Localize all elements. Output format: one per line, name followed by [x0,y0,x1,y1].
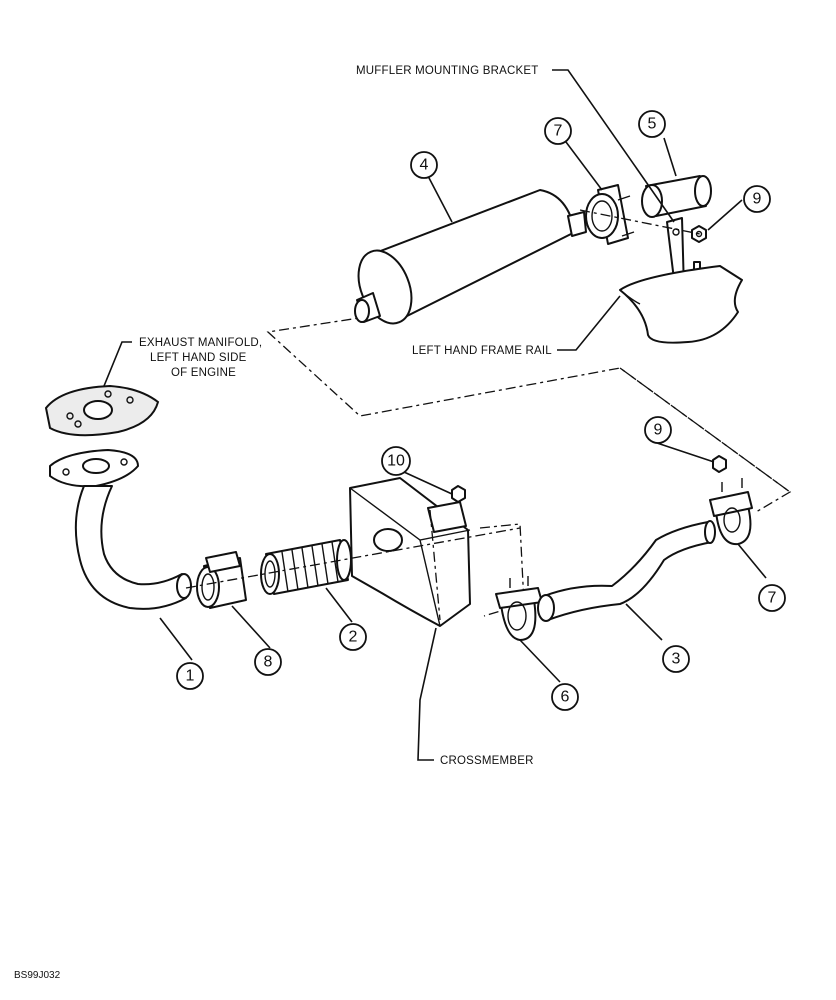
callout-2: 2 [339,623,367,651]
label-muffler-mounting-bracket: MUFFLER MOUNTING BRACKET [356,65,538,77]
svg-text:4: 4 [420,157,429,174]
callout-7-upper: 7 [544,117,572,145]
svg-text:7: 7 [768,590,777,607]
muffler [354,189,587,325]
callout-3: 3 [662,645,690,673]
exhaust-manifold-flange [44,384,160,437]
callout-9-upper: 9 [743,185,771,213]
svg-text:8: 8 [264,654,273,671]
leader-lines [103,69,767,761]
svg-text:3: 3 [672,651,681,668]
callout-7-lower: 7 [758,584,786,612]
nut-lower [712,455,727,473]
flex-pipe [260,539,352,595]
pipe-clamp-lower [495,576,543,641]
clamp-coupler [196,551,247,609]
svg-text:10: 10 [387,453,405,470]
svg-text:5: 5 [648,116,657,133]
svg-text:6: 6 [561,689,570,706]
callout-8: 8 [254,648,282,676]
svg-text:9: 9 [753,191,762,208]
callout-4: 4 [410,151,438,179]
callout-1: 1 [176,662,204,690]
left-frame-rail [619,265,743,344]
label-exhaust-manifold-line3: OF ENGINE [171,367,236,379]
label-exhaust-manifold-line2: LEFT HAND SIDE [150,352,247,364]
crossmember [349,477,471,627]
label-exhaust-manifold-line1: EXHAUST MANIFOLD, [139,337,262,349]
svg-text:7: 7 [554,123,563,140]
callout-9-lower: 9 [644,416,672,444]
tail-pipe [537,520,716,622]
svg-text:1: 1 [186,668,195,685]
callout-10: 10 [381,446,411,476]
figure-code: BS99J032 [14,970,61,981]
pipe-clamp-right [709,478,753,546]
svg-text:9: 9 [654,422,663,439]
tube-sleeve [641,175,712,218]
nut-crossmember [451,485,466,503]
label-crossmember: CROSSMEMBER [440,755,534,767]
upper-alignment-outline [266,315,791,493]
callout-5: 5 [638,110,666,138]
svg-text:2: 2 [349,629,358,646]
label-left-hand-frame-rail: LEFT HAND FRAME RAIL [412,345,552,357]
muffler-clamp-upper [585,184,635,245]
callout-6: 6 [551,683,579,711]
exhaust-pipe [49,449,192,610]
